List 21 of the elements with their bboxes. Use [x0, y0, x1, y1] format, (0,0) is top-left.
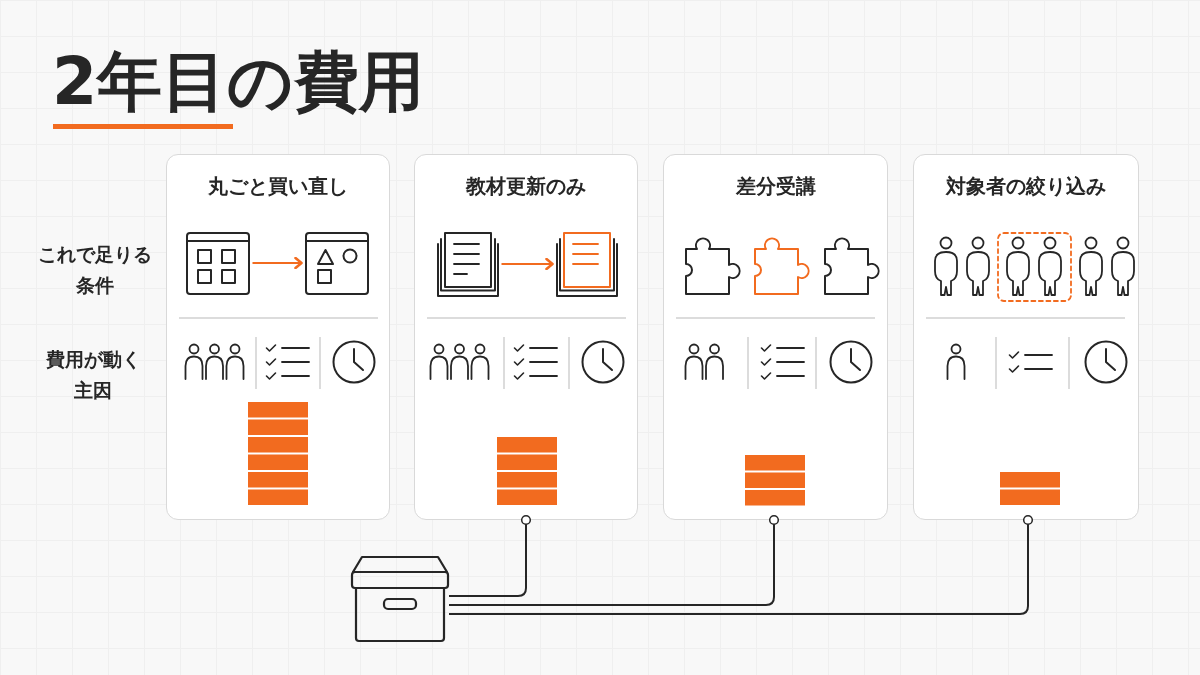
- option-card: [913, 154, 1139, 520]
- row-label: これで足りる条件: [37, 242, 153, 298]
- option-card: [414, 154, 638, 520]
- option-card: [166, 154, 390, 520]
- storage-box-icon: [351, 556, 449, 642]
- arrow: [500, 257, 554, 271]
- card-heading: 丸ごと買い直し: [207, 173, 349, 199]
- page-title: 2年目の費用: [52, 44, 425, 120]
- row-label: 費用が動く主因: [44, 347, 142, 403]
- document-stack-icon: [436, 231, 499, 297]
- shapes-window-icon: [304, 231, 369, 295]
- card-heading: 教材更新のみ: [465, 173, 587, 199]
- connector-line: [448, 514, 780, 606]
- arrow: [251, 256, 303, 270]
- card-heading: 差分受講: [734, 173, 817, 199]
- option-card: [663, 154, 888, 520]
- card-heading: 対象者の絞り込み: [944, 173, 1107, 199]
- connector-line: [448, 514, 532, 597]
- connector-line: [448, 514, 1034, 615]
- grid-window-icon: [185, 231, 250, 295]
- updated-document-icon: [555, 231, 618, 297]
